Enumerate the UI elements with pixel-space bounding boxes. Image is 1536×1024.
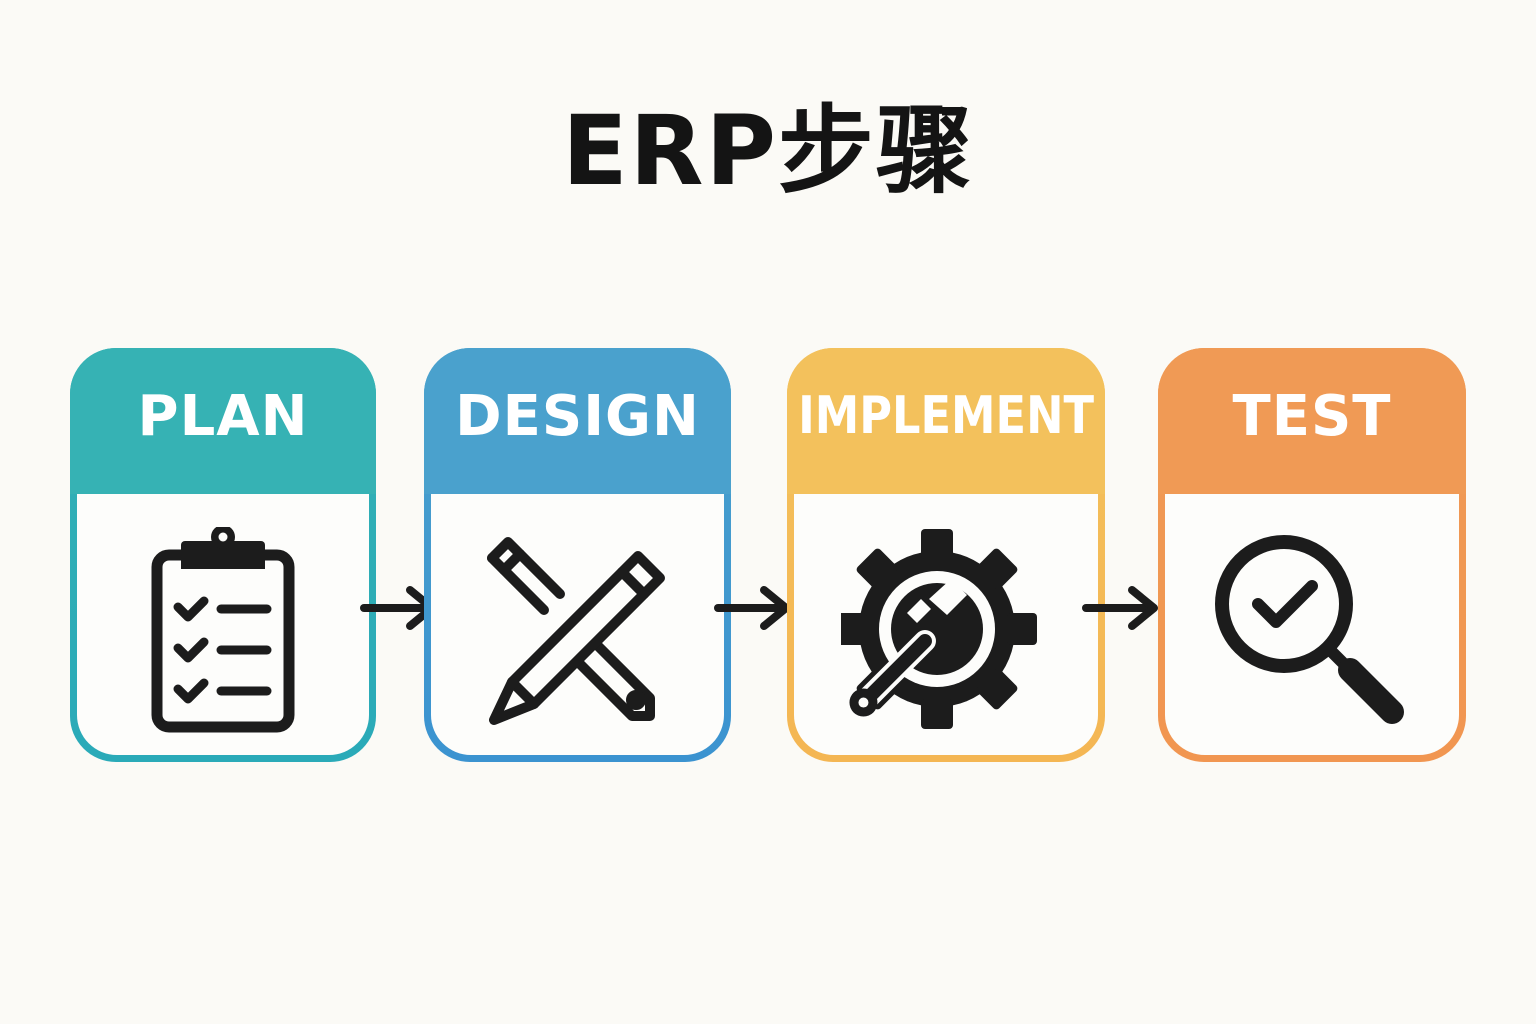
step-body: [1165, 494, 1459, 755]
step-card-implement: IMPLEMENT: [787, 348, 1105, 762]
step-body: [431, 494, 724, 755]
step-card-design: DESIGN: [424, 348, 731, 762]
step-header: TEST: [1158, 348, 1466, 494]
step-label: DESIGN: [455, 383, 700, 449]
arrow-right-icon: [714, 586, 790, 630]
step-label: PLAN: [137, 383, 309, 449]
step-body: [794, 494, 1098, 755]
step-label: TEST: [1232, 383, 1392, 449]
page-title: ERP步骤: [562, 95, 974, 207]
clipboard-checklist-icon: [151, 526, 295, 732]
step-card-plan: PLAN: [70, 348, 376, 762]
step-label: IMPLEMENT: [798, 386, 1094, 446]
step-card-test: TEST: [1158, 348, 1466, 762]
step-body: [77, 494, 369, 755]
arrow-right-icon: [1082, 586, 1158, 630]
step-header: PLAN: [70, 348, 376, 494]
magnifier-check-icon: [1215, 534, 1404, 724]
pencil-ruler-icon: [486, 536, 665, 725]
gear-wrench-icon: [841, 528, 1037, 729]
step-header: DESIGN: [424, 348, 731, 494]
step-header: IMPLEMENT: [787, 348, 1105, 494]
